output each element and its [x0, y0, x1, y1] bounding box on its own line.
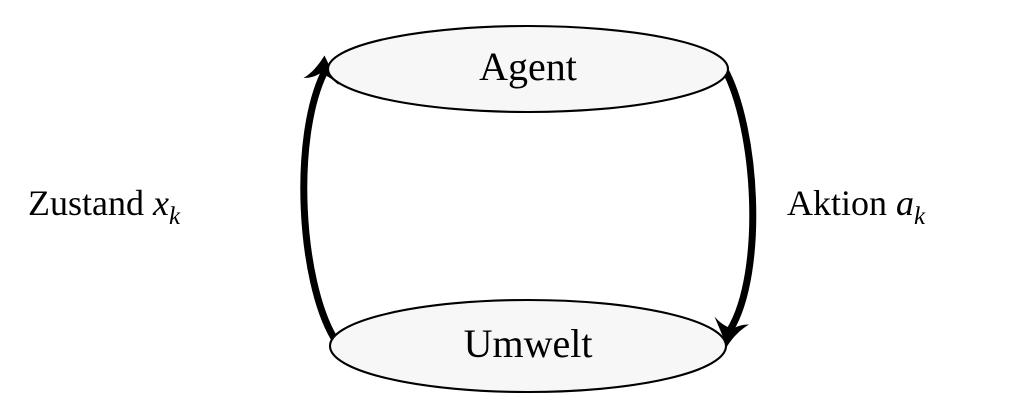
- edge-aktion-curve: [720, 66, 757, 332]
- edge-aktion: [714, 66, 757, 347]
- node-agent[interactable]: Agent: [326, 24, 730, 114]
- edge-zustand-label-subscript: k: [169, 203, 181, 230]
- node-agent-ellipse: [326, 24, 730, 114]
- edge-aktion-label: Aktion ak: [787, 183, 926, 230]
- edge-aktion-label-subscript: k: [914, 203, 926, 230]
- node-agent-label: Agent: [479, 44, 577, 89]
- node-umwelt-ellipse: [328, 298, 728, 394]
- edge-zustand-arrowhead-icon: [303, 55, 339, 85]
- edge-zustand-label-variable: x: [152, 183, 169, 223]
- edge-aktion-label-variable: a: [896, 183, 914, 223]
- edge-zustand-label-word: Zustand: [28, 183, 144, 223]
- edge-zustand-label: Zustand xk: [28, 183, 181, 230]
- node-umwelt-label: Umwelt: [464, 321, 593, 366]
- edge-aktion-arrowhead-icon: [714, 316, 749, 347]
- edge-aktion-label-word: Aktion: [787, 183, 887, 223]
- edge-zustand-curve: [300, 71, 338, 340]
- edge-zustand: [300, 55, 339, 340]
- node-umwelt[interactable]: Umwelt: [328, 298, 728, 394]
